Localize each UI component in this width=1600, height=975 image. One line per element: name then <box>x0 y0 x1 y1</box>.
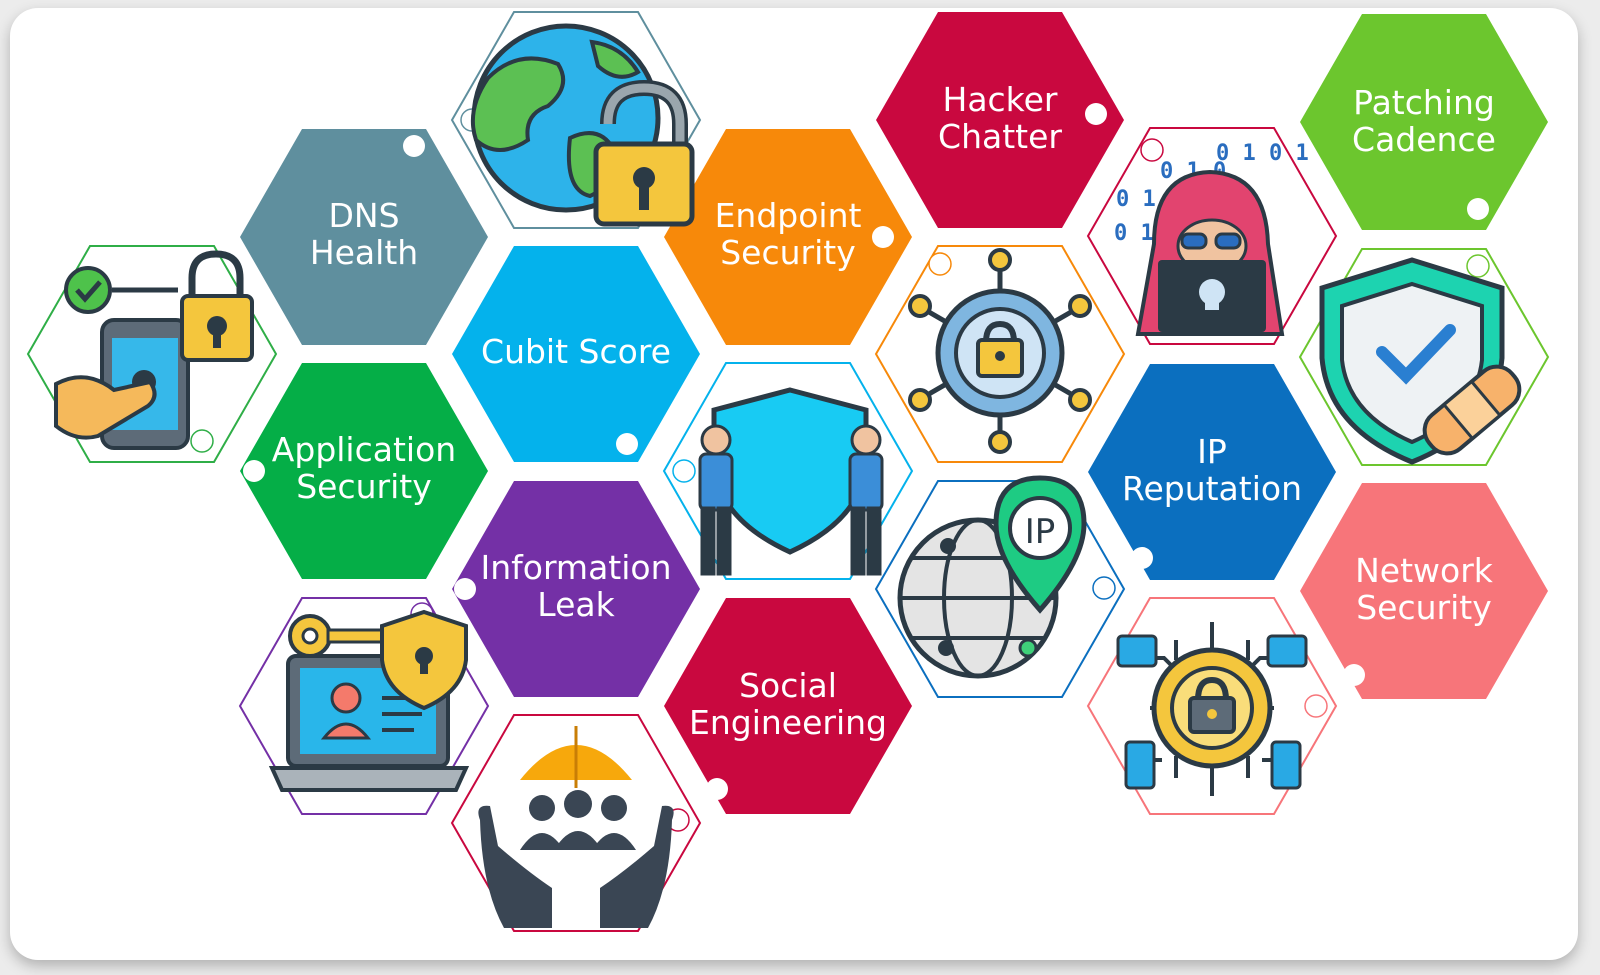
ip-globe-icon: IP <box>874 475 1126 698</box>
hex-corner-dot <box>190 429 214 453</box>
hex-patching-cadence <box>1300 14 1548 230</box>
globe-lock-icon <box>450 11 702 229</box>
tile-label-hacker-chatter: Hacker <box>943 80 1058 119</box>
hex-corner-dot <box>454 578 476 600</box>
hex-corner-dot <box>243 460 265 482</box>
hex-corner-dot <box>1343 664 1365 686</box>
hexagon-mosaic: DNS Health Application Security Cubit Sc… <box>26 11 1550 932</box>
hex-cubit-score <box>452 246 700 462</box>
hex-corner-dot <box>1466 254 1490 278</box>
hex-corner-dot <box>1467 198 1489 220</box>
tile-label-application-security: Application <box>272 430 456 469</box>
tile-label-social-engineering-2: Engineering <box>689 703 887 742</box>
circuit-lock-icon <box>1086 597 1338 815</box>
tile-label-cubit-score: Cubit Score <box>481 332 671 371</box>
tile-label-ip-reputation-2: Reputation <box>1122 469 1302 508</box>
hex-corner-dot <box>1085 103 1107 125</box>
hex-corner-dot <box>706 778 728 800</box>
tile-label-network-security-2: Security <box>1356 588 1492 627</box>
shield-guards-icon <box>662 362 914 580</box>
tile-cubit-score: Cubit Score <box>452 246 700 462</box>
ip-pin-label: IP <box>1025 512 1056 552</box>
key-laptop-icon <box>238 597 490 815</box>
tile-label-endpoint-security: Endpoint <box>715 196 862 235</box>
tile-label-hacker-chatter-2: Chatter <box>938 117 1062 156</box>
tile-label-dns-health-2: Health <box>310 233 418 272</box>
hex-corner-dot <box>928 252 952 276</box>
umbrella-people-icon <box>450 714 702 932</box>
hex-social-engineering <box>664 598 912 814</box>
tile-ip-reputation: IP Reputation <box>1088 364 1336 580</box>
hex-corner-dot <box>1304 694 1328 718</box>
hex-ip-reputation <box>1088 364 1336 580</box>
tile-label-application-security-2: Security <box>296 467 432 506</box>
hex-corner-dot <box>403 135 425 157</box>
hex-corner-dot <box>616 433 638 455</box>
tile-social-engineering: Social Engineering <box>664 598 912 814</box>
hex-information-leak <box>452 481 700 697</box>
network-lock-icon <box>874 245 1126 463</box>
binary-row-4: 0 1 0 1 <box>1216 141 1309 166</box>
tile-endpoint-security: Endpoint Security <box>664 129 912 345</box>
tile-application-security: Application Security <box>240 363 488 579</box>
hacker-binary-icon: 0 1 0 0 1 0 1 0 0 1 0 0 1 0 1 <box>1086 127 1338 345</box>
tile-hacker-chatter: Hacker Chatter <box>876 12 1124 228</box>
hex-dns-health <box>240 129 488 345</box>
hex-corner-dot <box>872 226 894 248</box>
mobile-authentication-icon <box>26 245 278 463</box>
tile-information-leak: Information Leak <box>452 481 700 697</box>
hex-hacker-chatter <box>876 12 1124 228</box>
tile-label-patching-cadence-2: Cadence <box>1352 120 1496 159</box>
tile-patching-cadence: Patching Cadence <box>1300 14 1548 230</box>
tile-label-ip-reputation: IP <box>1197 432 1227 471</box>
shield-bandage-icon <box>1298 248 1550 466</box>
diagram-card: DNS Health Application Security Cubit Sc… <box>10 8 1578 960</box>
tile-label-endpoint-security-2: Security <box>720 233 856 272</box>
hex-application-security <box>240 363 488 579</box>
tile-label-information-leak-2: Leak <box>537 585 615 624</box>
tile-label-social-engineering: Social <box>739 666 837 705</box>
hex-corner-dot <box>672 459 696 483</box>
hex-corner-dot <box>1092 576 1116 600</box>
tile-dns-health: DNS Health <box>240 129 488 345</box>
tile-label-dns-health: DNS <box>328 196 399 235</box>
tile-label-patching-cadence: Patching <box>1353 83 1495 122</box>
tile-label-information-leak: Information <box>480 548 671 587</box>
hex-network-security <box>1300 483 1548 699</box>
hex-endpoint-security <box>664 129 912 345</box>
hex-corner-dot <box>1131 547 1153 569</box>
hex-corner-dot <box>1140 138 1164 162</box>
tile-network-security: Network Security <box>1300 483 1548 699</box>
tile-label-network-security: Network <box>1355 551 1494 590</box>
